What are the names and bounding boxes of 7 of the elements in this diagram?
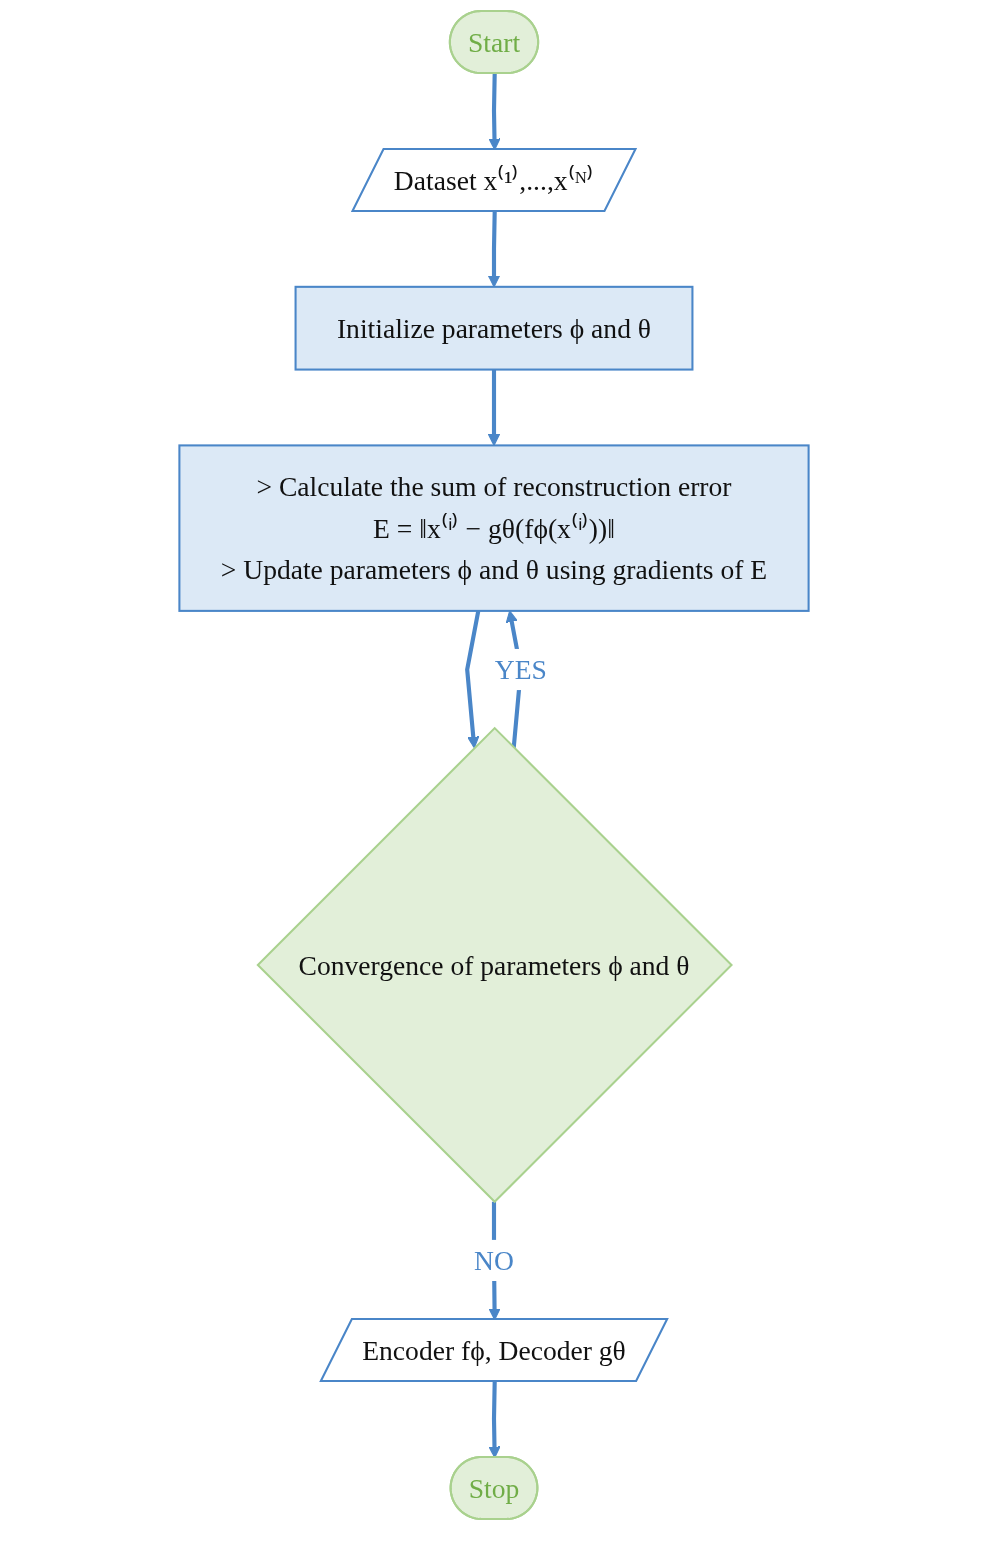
node-box: Initialize parameters ϕ and θ xyxy=(294,285,694,371)
node-box: > Calculate the sum of reconstruction error E = ‖x⁽ⁱ⁾ − gθ(fϕ(x⁽ⁱ⁾))‖ > Update parameters ϕ and θ using gradients of E xyxy=(178,444,810,612)
edge-label: YES xyxy=(494,654,547,685)
edge-label: NO xyxy=(474,1245,514,1276)
arrow xyxy=(465,610,481,749)
node-diamond: Convergence of parameters ϕ and θ xyxy=(256,726,733,1204)
arrow xyxy=(487,369,501,446)
